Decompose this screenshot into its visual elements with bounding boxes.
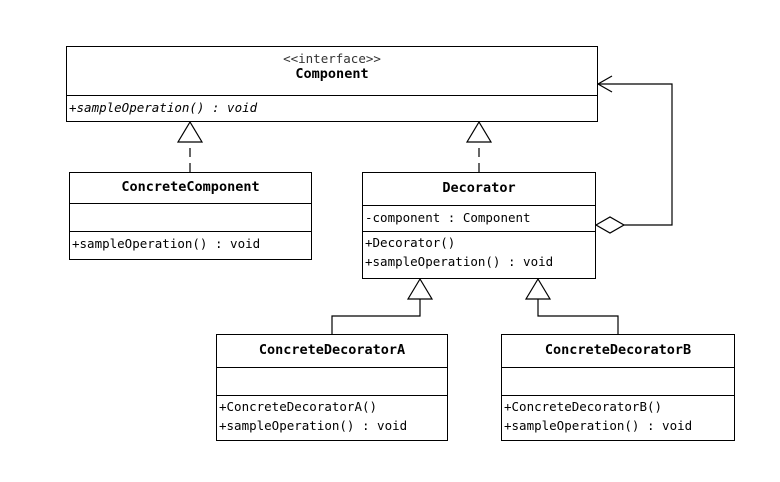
component-interface-box: <<interface>> Component +sampleOperation…: [66, 46, 598, 122]
realization-arrow-decorator: [465, 120, 493, 172]
concrete-decorator-a-operations: +ConcreteDecoratorA() +sampleOperation()…: [217, 395, 447, 440]
concrete-decorator-b-operation: +ConcreteDecoratorB(): [504, 399, 663, 414]
concrete-decorator-b-name: ConcreteDecoratorB: [544, 342, 692, 358]
realization-arrow-concrete-component: [176, 120, 204, 172]
concrete-decorator-b-operation: +sampleOperation() : void: [504, 418, 693, 433]
concrete-decorator-b-header: ConcreteDecoratorB: [502, 335, 734, 367]
concrete-decorator-a-class-box: ConcreteDecoratorA +ConcreteDecoratorA()…: [216, 334, 448, 441]
component-name: Component: [295, 66, 369, 82]
concrete-decorator-a-operation: +ConcreteDecoratorA(): [219, 399, 378, 414]
decorator-name: Decorator: [442, 180, 516, 196]
concrete-decorator-b-attributes: [502, 367, 734, 395]
generalization-arrow-decorator-a: [331, 277, 434, 334]
decorator-operations: +Decorator() +sampleOperation() : void: [363, 231, 595, 278]
concrete-component-class-box: ConcreteComponent +sampleOperation() : v…: [69, 172, 312, 260]
concrete-decorator-a-name: ConcreteDecoratorA: [258, 342, 406, 358]
component-stereotype: <<interface>>: [283, 51, 381, 66]
component-operation: +sampleOperation() : void: [69, 100, 258, 115]
concrete-decorator-a-header: ConcreteDecoratorA: [217, 335, 447, 367]
component-header: <<interface>> Component: [67, 47, 597, 95]
aggregation-arrow: [594, 75, 673, 234]
concrete-component-header: ConcreteComponent: [70, 173, 311, 203]
decorator-class-box: Decorator -component : Component +Decora…: [362, 172, 596, 279]
concrete-component-name: ConcreteComponent: [121, 179, 260, 195]
component-operations: +sampleOperation() : void: [67, 95, 597, 121]
generalization-arrow-decorator-b: [524, 277, 619, 334]
concrete-component-operation: +sampleOperation() : void: [72, 236, 261, 251]
concrete-decorator-b-operations: +ConcreteDecoratorB() +sampleOperation()…: [502, 395, 734, 440]
concrete-component-operations: +sampleOperation() : void: [70, 231, 311, 259]
concrete-decorator-a-attributes: [217, 367, 447, 395]
concrete-component-attributes: [70, 203, 311, 231]
decorator-operation: +Decorator(): [365, 235, 456, 250]
decorator-attribute: -component : Component: [365, 210, 531, 225]
concrete-decorator-b-class-box: ConcreteDecoratorB +ConcreteDecoratorB()…: [501, 334, 735, 441]
decorator-operation: +sampleOperation() : void: [365, 254, 554, 269]
concrete-decorator-a-operation: +sampleOperation() : void: [219, 418, 408, 433]
decorator-header: Decorator: [363, 173, 595, 205]
decorator-attributes: -component : Component: [363, 205, 595, 231]
